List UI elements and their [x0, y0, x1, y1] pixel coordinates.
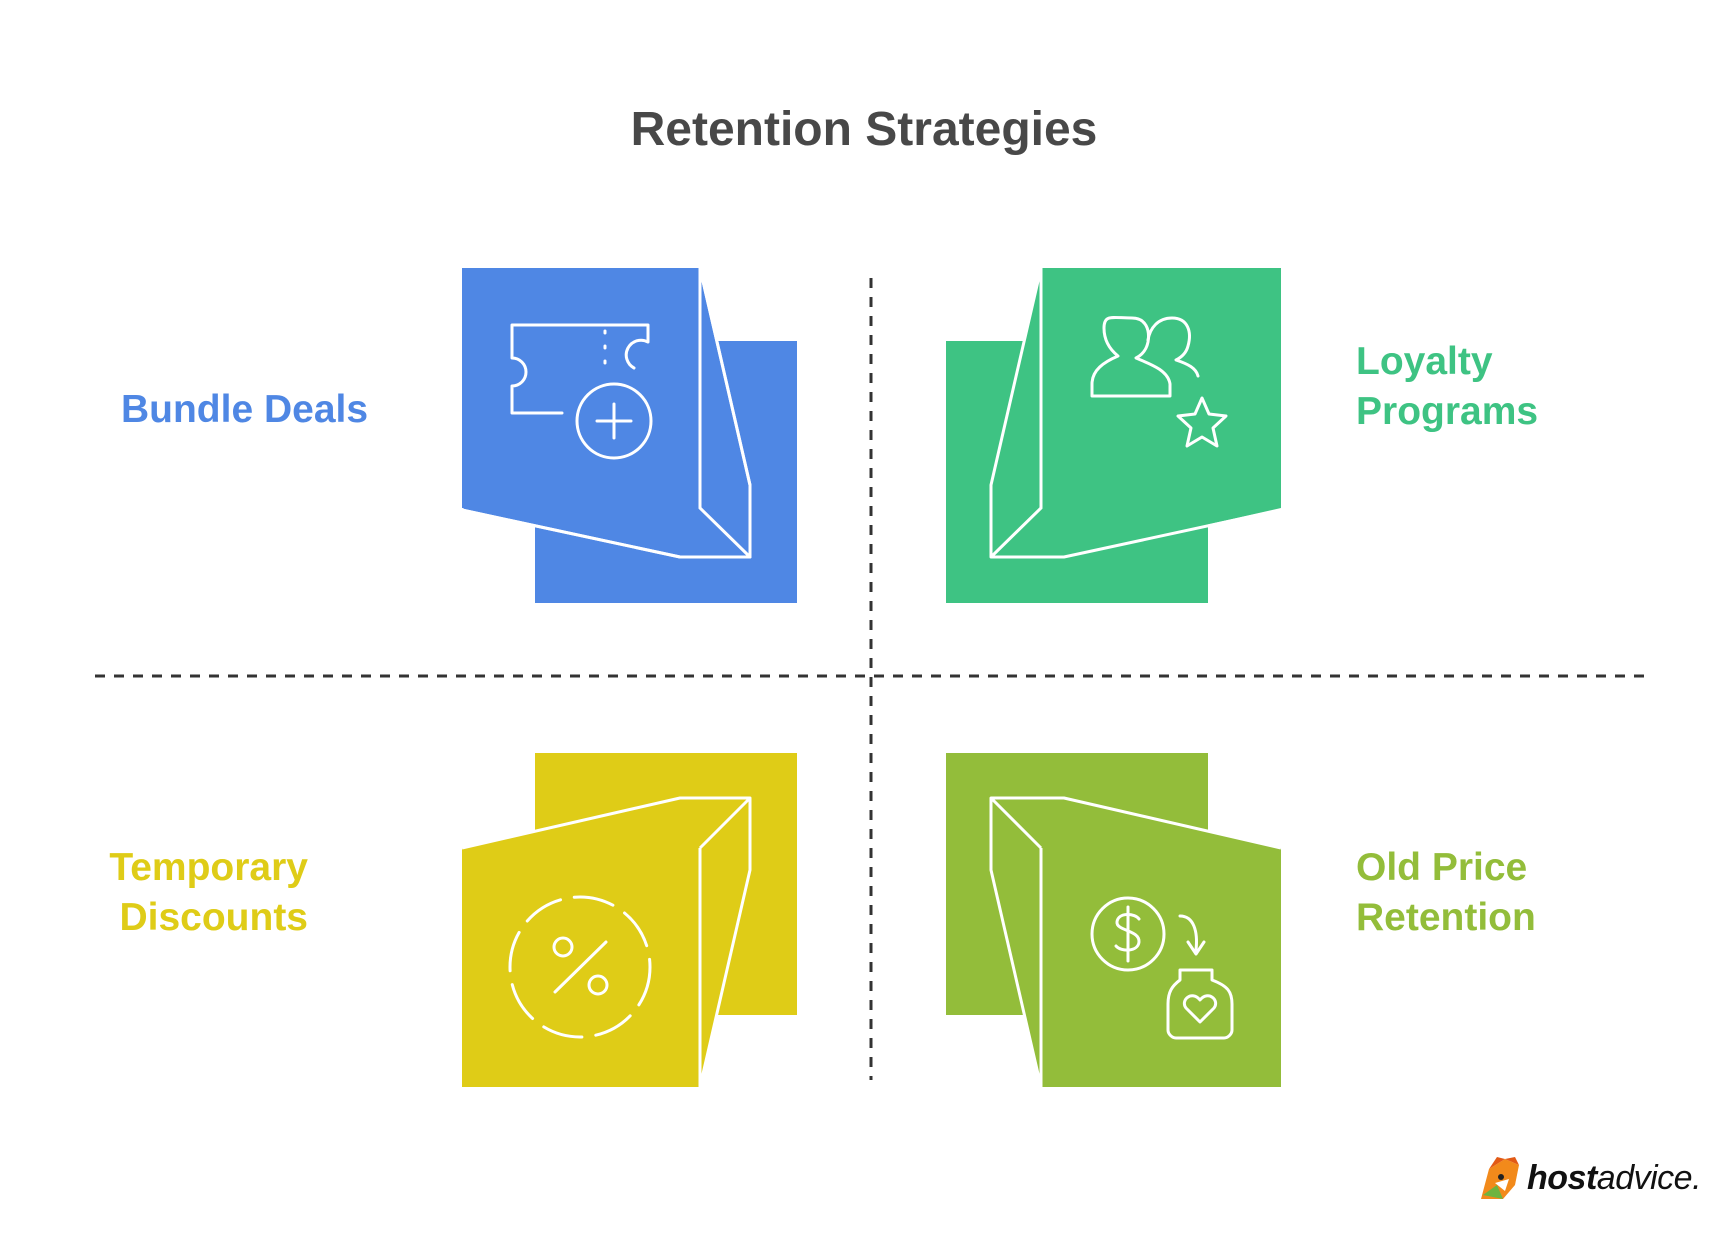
temporary-discounts-label: Temporary Discounts: [109, 846, 308, 939]
fox-mascot-icon: [1481, 1157, 1519, 1199]
brand-wordmark: hostadvice.: [1527, 1158, 1702, 1198]
page-title: Retention Strategies: [630, 103, 1098, 156]
loyalty-programs-cube: [946, 267, 1282, 603]
temporary-discounts-cube: [461, 753, 797, 1088]
brand-wordmark-regular: advice.: [1596, 1158, 1702, 1197]
loyalty-programs-label: Loyalty Programs: [1356, 340, 1539, 433]
bundle-deals-label: Bundle Deals: [121, 388, 369, 431]
old-price-retention-cube: [946, 753, 1282, 1088]
ticket-plus-icon: [510, 323, 653, 460]
bundle-deals-cube: [460, 266, 797, 603]
users-star-icon: [1090, 315, 1228, 448]
old-price-retention-label: Old Price Retention: [1356, 846, 1536, 939]
brand-logo: hostadvice.: [1475, 1155, 1702, 1201]
brand-wordmark-bold: host: [1527, 1158, 1597, 1197]
dollar-heart-jar-icon: [1090, 896, 1234, 1040]
percent-badge-icon: [508, 895, 652, 1039]
